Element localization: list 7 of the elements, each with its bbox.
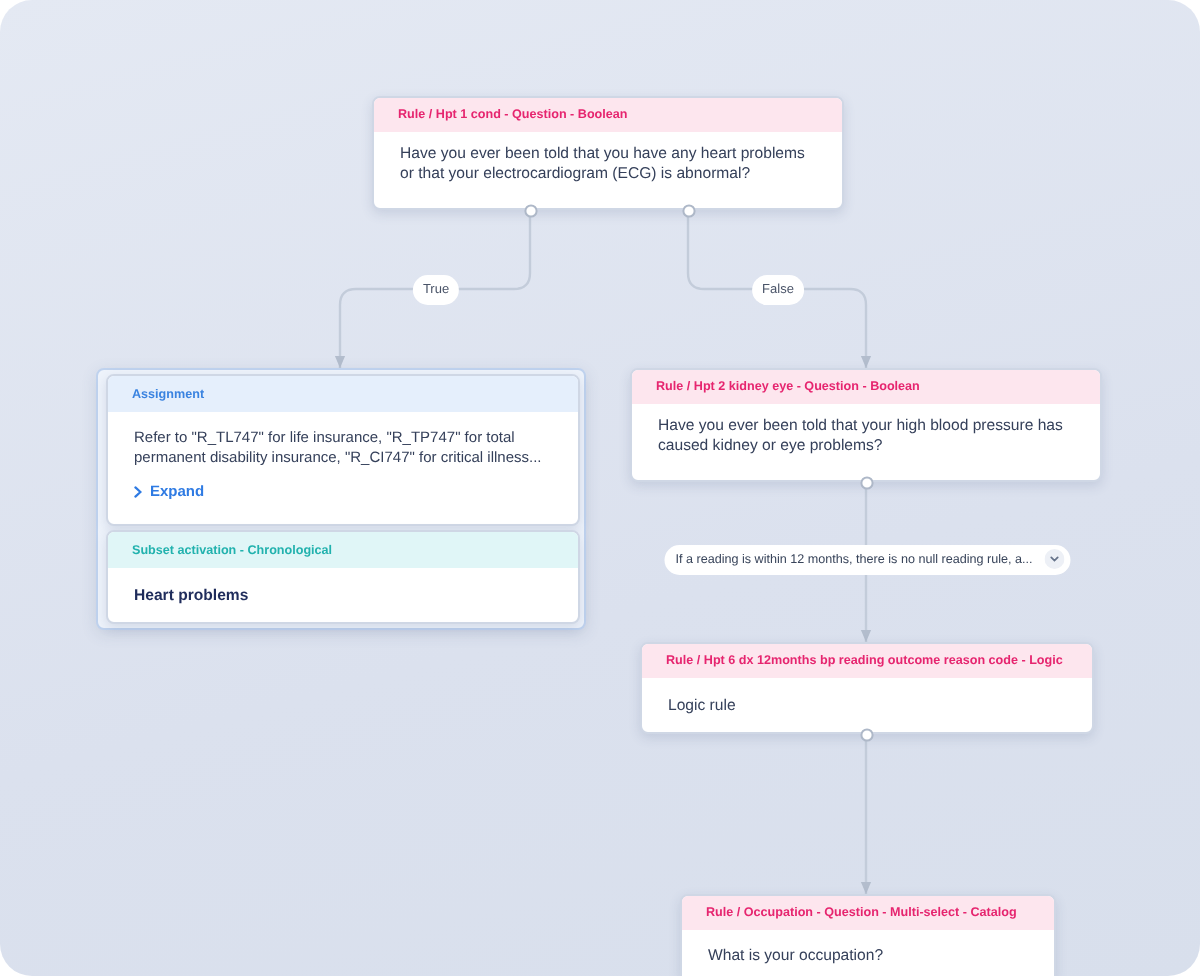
rule-card bbox=[106, 530, 580, 624]
rule-card bbox=[630, 368, 1102, 482]
rule-card bbox=[680, 894, 1056, 976]
rule-card bbox=[372, 96, 844, 210]
rule-card bbox=[640, 642, 1094, 734]
group-container bbox=[96, 368, 586, 630]
rule-card bbox=[106, 374, 580, 526]
